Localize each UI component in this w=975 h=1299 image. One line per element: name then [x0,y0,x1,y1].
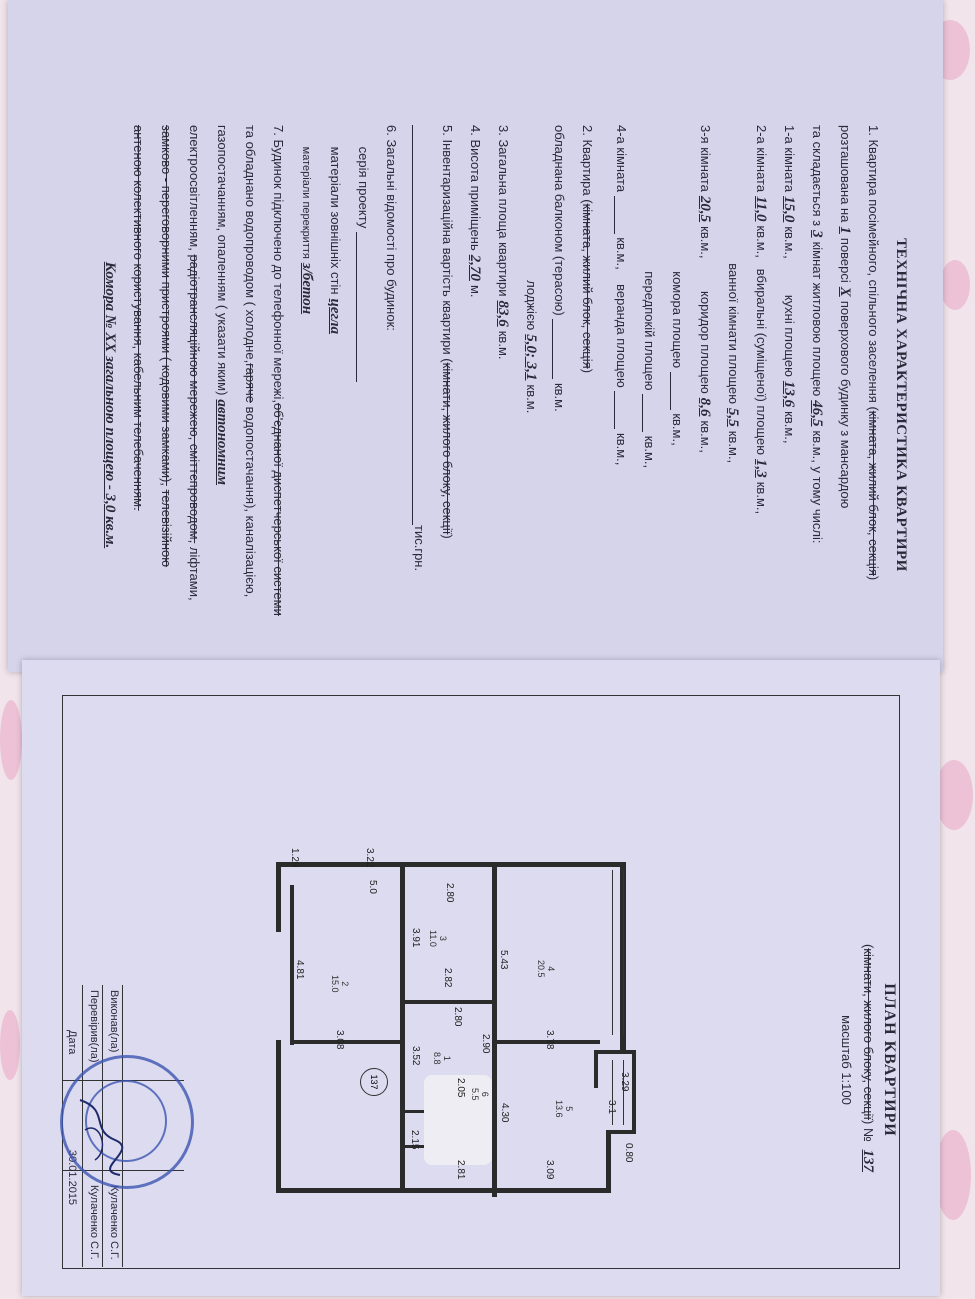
total-area-value: 83,6 [495,300,511,327]
room1-row: 1-а кімната15,0кв.м., кухні площею13,6кв… [781,125,797,444]
walls-row: матеріали зовнішніх стінцегла [327,146,343,335]
apartment-number-circle: 137 [360,1068,388,1096]
floors-mat-row: матеріали перекриттяз/бетон [299,146,315,315]
spec-line-6: 6. Загальні відомості про будинок: [384,125,399,331]
spec-line-4: 4. Висота приміщень2,70м. [467,125,483,298]
spec-line-1c: та складається з3кімнат житловою площею4… [809,125,825,544]
spec-line-2b: обладнана балконом (терасою) кв.м. [551,125,567,412]
storage-note: Комора № ХХ загальною площею - 3,0 кв.м. [102,261,118,549]
spec-text: ТЕХНІЧНА ХАРАКТЕРИСТИКА КВАРТИРИ 1. Квар… [96,125,915,685]
spec-line-1b: розташована на1поверсіXповерхового будин… [837,125,853,509]
room2-row: 2-а кімната11,0кв.м., вбиральні (суміщен… [753,125,769,515]
spec-sheet [8,0,943,672]
date-label: Дата [66,1030,78,1055]
spec-line-5: 5. Інвентаризаційна вартість квартири (к… [440,125,455,539]
redacted-patch [424,1075,492,1165]
plan-frame [62,695,900,1269]
spec-line-2a: 2. Квартира (кімната, жилий блок, секція… [580,125,595,374]
room3b-row: 3-я кімната20,5кв.м., коридор площею8,6к… [697,125,713,453]
plan-scale: масштаб 1:100 [839,1015,854,1105]
plan-title-block: ПЛАН КВАРТИРИ (кімнати, жилого блоку, се… [836,880,900,1240]
official-stamp [60,1055,194,1189]
hall-row: 3-я кімната 20,5 кв.м., передпокій площе… [641,271,657,469]
spec-line-3: 3. Загальна площа квартири83,6кв.м. [495,125,511,360]
series-row: серія проекту [349,125,377,685]
spec-line-7e: замково - переговорними пристроями ( код… [159,125,174,568]
plan-subtitle: (кімнати, жилого блоку, секції) № 137 [857,880,879,1240]
spec-line-7d: електроосвітленням, радіотрансляційною м… [187,125,202,601]
room3-row: 2-а кімната 11,0 кв.м., ванної кімнати п… [725,263,741,464]
plan-title: ПЛАН КВАРТИРИ [881,983,898,1137]
signature-mark [79,1099,124,1176]
floors-value: X [837,286,853,297]
spec-line-7c: газопостачанням, опаленням ( указати яки… [214,125,230,486]
spec-title: ТЕХНІЧНА ХАРАКТЕРИСТИКА КВАРТИРИ [893,238,909,572]
loggia-value: 5,0; 3,1 [523,334,539,381]
executed-label: Виконав(ла) [108,990,120,1053]
floor-value: 1 [837,226,853,234]
room4-row: 4-а кімната кв.м., веранда площею кв.м., [613,125,629,466]
checked-name: Кулаченко С.Г. [88,1185,100,1260]
executed-name: Кулаченко С.Г. [108,1185,120,1260]
plan-number: 137 [860,1149,876,1173]
height-value: 2,70 [467,254,483,281]
spec-line-2c: обладнана балконом (терлоджією5,0; 3,1кв… [523,280,539,414]
spec-line-7a: 7. Будинок підключено до телефонної мере… [271,125,286,616]
storage-row: 3-я кімната 20,5 кв.м., комора площею кв… [669,271,685,446]
spec-line-7b: та обладнано водопроводом ( холодне,гаря… [243,125,258,598]
spec-line-7f: антеною колективного користування, кабел… [131,125,146,511]
checked-label: Перевірив(ла) [88,990,100,1063]
spec-line-5b: тис.грн. [405,125,433,685]
living-area-value: 46,5 [809,400,825,427]
spec-line-1a: 1. Квартира посімейного, спільного засел… [866,125,881,581]
